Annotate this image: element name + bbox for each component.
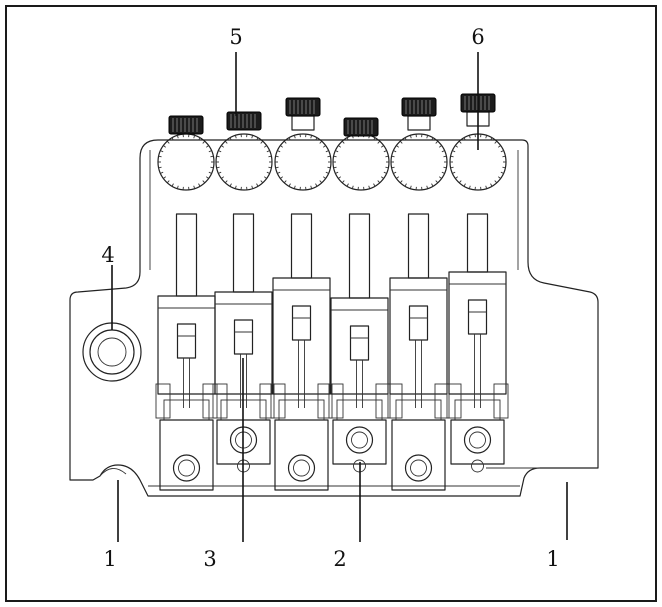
- callout-2: 2: [333, 547, 346, 571]
- saddle-body: [272, 277, 331, 395]
- callout-1-right: 1: [546, 547, 559, 571]
- saddle-body: [157, 295, 216, 395]
- string-lock-block: [176, 323, 197, 359]
- fine-tuner-knob: [343, 117, 379, 137]
- fine-tuner-4: [332, 117, 390, 191]
- base-plate: [69, 139, 599, 497]
- saddle-screw: [287, 454, 316, 482]
- fine-tuner-neck: [407, 115, 431, 131]
- string-lock-block: [467, 299, 488, 335]
- saddle-body: [330, 297, 389, 395]
- saddle-housing: [159, 419, 214, 491]
- saddle-post: [348, 213, 371, 299]
- string-lock-block: [408, 305, 429, 341]
- callout-4: 4: [101, 243, 114, 267]
- fine-tuner-5: [390, 97, 448, 191]
- saddle-1: [155, 213, 218, 491]
- saddle-housing: [450, 419, 505, 465]
- saddle-post: [407, 213, 430, 279]
- fine-tuner-3: [274, 97, 332, 191]
- height-screw: [471, 459, 484, 473]
- saddle-screw: [404, 454, 433, 482]
- fine-tuner-row: [157, 93, 507, 191]
- fine-tuner-1: [157, 115, 215, 191]
- saddle-post: [232, 213, 255, 293]
- fine-tuner-wheel: [215, 133, 273, 191]
- fine-tuner-wheel: [274, 133, 332, 191]
- saddle-body: [389, 277, 448, 395]
- fine-tuner-knob: [168, 115, 204, 135]
- fine-tuner-knob: [285, 97, 321, 117]
- diagram-frame: [5, 5, 657, 602]
- fine-tuner-neck: [291, 115, 315, 131]
- saddle-post: [466, 213, 489, 273]
- string-lock-block: [349, 325, 370, 361]
- base-left-notch: [99, 468, 127, 477]
- fine-tuner-2: [215, 111, 273, 191]
- saddle-4: [328, 213, 391, 473]
- callout-1-left: 1: [103, 547, 116, 571]
- saddle-3: [270, 213, 333, 491]
- fine-tuner-knob: [401, 97, 437, 117]
- saddle-row: [155, 213, 509, 491]
- stud-hole: [82, 322, 142, 382]
- string-lock-block: [233, 319, 254, 355]
- string-lock-block: [291, 305, 312, 341]
- saddle-post: [175, 213, 198, 297]
- saddle-post: [290, 213, 313, 279]
- saddle-5: [387, 213, 450, 491]
- callout-5: 5: [229, 25, 242, 49]
- callout-3: 3: [203, 547, 216, 571]
- saddle-screw: [463, 426, 492, 454]
- saddle-housing: [274, 419, 329, 491]
- saddle-screw: [172, 454, 201, 482]
- fine-tuner-wheel: [332, 133, 390, 191]
- saddle-body: [448, 271, 507, 395]
- fine-tuner-wheel: [390, 133, 448, 191]
- saddle-6: [446, 213, 509, 473]
- saddle-housing: [391, 419, 446, 491]
- callout-6: 6: [471, 25, 484, 49]
- fine-tuner-wheel: [157, 133, 215, 191]
- fine-tuner-knob: [226, 111, 262, 131]
- saddle-screw: [345, 426, 374, 454]
